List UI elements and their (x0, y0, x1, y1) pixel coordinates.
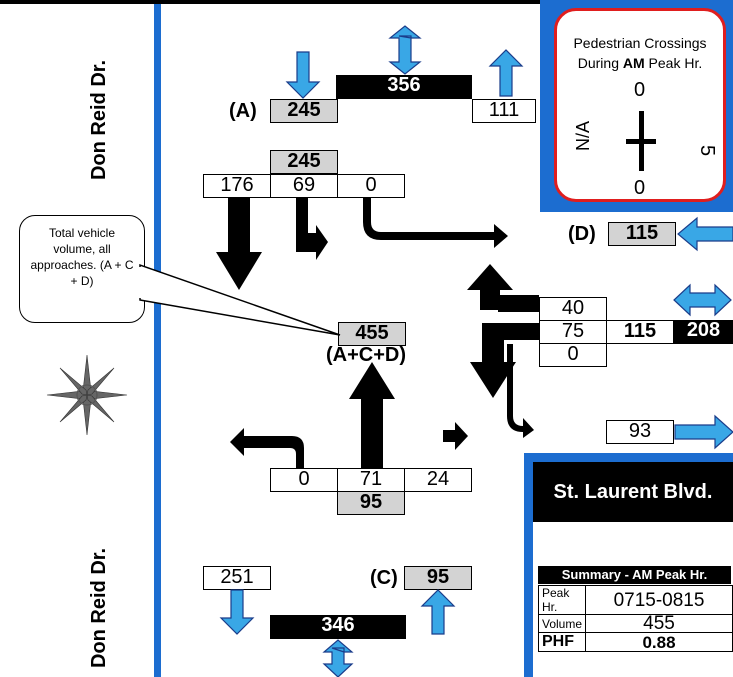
east-through-arrow (470, 323, 539, 398)
north-twoway-arrow (390, 26, 420, 74)
south-left-arrow (230, 428, 304, 468)
south-twoway-arrow (324, 640, 352, 677)
north-through-arrow (296, 198, 328, 260)
summary-label: Volume (539, 615, 586, 633)
south-right-arrow (431, 422, 468, 468)
south-inbound-arrow (422, 590, 454, 634)
street-east-banner: St. Laurent Blvd. (533, 462, 733, 522)
street-east-name: St. Laurent Blvd. (554, 481, 713, 503)
east-outbound-arrow (675, 416, 733, 448)
summary-value: 0.88 (586, 633, 733, 652)
summary-panel: Summary - AM Peak Hr. Peak Hr. 0715-0815… (533, 522, 733, 677)
south-through-arrow (349, 362, 395, 468)
summary-label: PHF (539, 633, 586, 652)
summary-row-volume: Volume 455 (539, 615, 733, 633)
summary-value: 0715-0815 (586, 586, 733, 615)
north-right-arrow (216, 198, 262, 290)
summary-label: Peak Hr. (539, 586, 586, 615)
summary-value: 455 (586, 615, 733, 633)
summary-title: Summary - AM Peak Hr. (538, 566, 731, 584)
summary-row-peak: Peak Hr. 0715-0815 (539, 586, 733, 615)
east-inbound-arrow (678, 218, 733, 250)
summary-table: Peak Hr. 0715-0815 Volume 455 PHF 0.88 (538, 585, 733, 652)
north-inbound-arrow (287, 52, 319, 98)
north-left-arrow (363, 198, 508, 248)
summary-row-phf: PHF 0.88 (539, 633, 733, 652)
east-right-arrow (507, 344, 534, 438)
east-twoway-arrow (674, 285, 731, 315)
north-outbound-arrow (490, 50, 522, 96)
south-outbound-arrow (221, 590, 253, 634)
east-left-arrow (467, 264, 539, 312)
